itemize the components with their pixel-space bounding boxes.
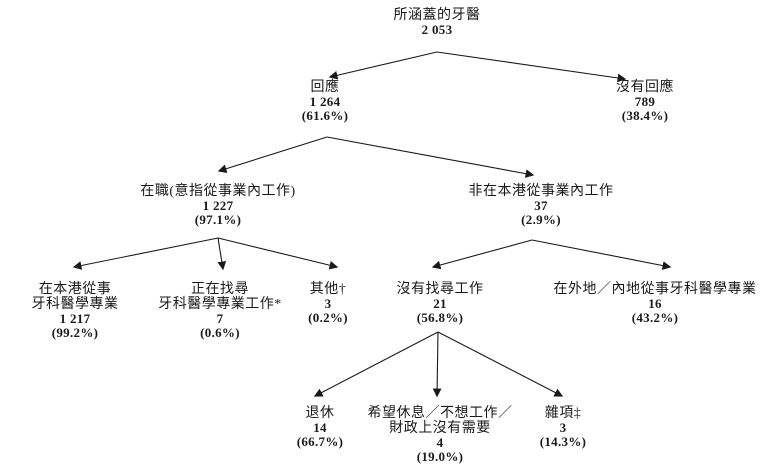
node-miscellaneous-label-0: 雜項‡: [544, 406, 582, 421]
node-responded-label-0: 回應: [310, 80, 340, 95]
node-practising-abroad-count: 16: [648, 296, 662, 311]
node-not-practising-in-hk-count: 37: [534, 198, 548, 213]
node-covered-dentists-count: 2 053: [421, 22, 453, 37]
node-responded-percentage: (61.6%): [301, 108, 349, 123]
node-miscellaneous-percentage: (14.3%): [539, 434, 587, 449]
node-wish-to-rest-label-0: 希望休息／不想工作／: [367, 406, 513, 421]
node-no-response-percentage: (38.4%): [621, 108, 669, 123]
node-wish-to-rest-label-1: 財政上沒有需要: [389, 421, 491, 436]
node-retired-count: 14: [313, 420, 327, 435]
node-seeking-dental-work-label-1: 牙科醫學專業工作*: [158, 297, 282, 312]
arrow-10: [432, 331, 442, 398]
arrow-6: [217, 237, 339, 270]
node-practising-abroad-percentage: (43.2%): [631, 310, 679, 325]
arrow-5: [217, 237, 227, 271]
node-not-practising-in-hk-label-0: 非在本港從事業內工作: [468, 184, 614, 199]
arrow-7: [431, 239, 533, 270]
node-not-seeking-work-count: 21: [433, 296, 447, 311]
node-practising-dental-hk-label-1: 牙科醫學專業: [31, 297, 119, 312]
node-retired-label-0: 退休: [305, 406, 335, 421]
node-seeking-dental-work: 正在找尋牙科醫學專業工作*7(0.6%): [100, 282, 340, 340]
node-miscellaneous-count: 3: [559, 420, 567, 435]
node-seeking-dental-work-count: 7: [216, 311, 224, 326]
node-in-practice-percentage: (97.1%): [194, 212, 242, 227]
node-in-practice-label-0: 在職(意指從事業內工作): [140, 184, 296, 199]
arrow-1: [436, 51, 627, 83]
node-not-seeking-work-label-0: 沒有找尋工作: [396, 282, 484, 297]
arrow-4: [72, 237, 219, 270]
node-seeking-dental-work-percentage: (0.6%): [200, 325, 240, 340]
node-responded-count: 1 264: [309, 94, 341, 109]
node-miscellaneous: 雜項‡3(14.3%): [443, 406, 683, 449]
node-others-label-0: 其他†: [309, 282, 347, 297]
node-others-count: 3: [324, 296, 332, 311]
arrow-3: [326, 136, 535, 178]
arrow-8: [531, 239, 672, 270]
node-no-response-count: 789: [634, 94, 656, 109]
node-covered-dentists-label-0: 所涵蓋的牙醫: [393, 8, 481, 23]
node-seeking-dental-work-label-0: 正在找尋: [191, 282, 249, 297]
node-practising-abroad-label-0: 在外地／內地從事牙科醫學專業: [553, 282, 757, 297]
node-not-practising-in-hk-percentage: (2.9%): [521, 212, 561, 227]
arrow-lines: [72, 51, 672, 398]
node-in-practice-count: 1 227: [202, 198, 234, 213]
node-others-percentage: (0.2%): [308, 310, 348, 325]
arrow-0: [328, 51, 438, 80]
arrow-9: [313, 331, 439, 397]
node-practising-dental-hk-percentage: (99.2%): [51, 325, 99, 340]
node-retired-percentage: (66.7%): [296, 434, 344, 449]
node-wish-to-rest-percentage: (19.0%): [416, 449, 464, 464]
arrow-2: [217, 136, 328, 173]
node-practising-dental-hk-label-0: 在本港從事: [38, 282, 112, 297]
node-not-seeking-work-percentage: (56.8%): [416, 310, 464, 325]
node-practising-dental-hk-count: 1 217: [59, 311, 91, 326]
node-wish-to-rest-count: 4: [436, 435, 444, 450]
arrow-11: [437, 331, 564, 397]
node-no-response-label-0: 沒有回應: [616, 80, 674, 95]
node-in-practice: 在職(意指從事業內工作)1 227(97.1%): [98, 184, 338, 227]
node-others: 其他†3(0.2%): [208, 282, 448, 325]
